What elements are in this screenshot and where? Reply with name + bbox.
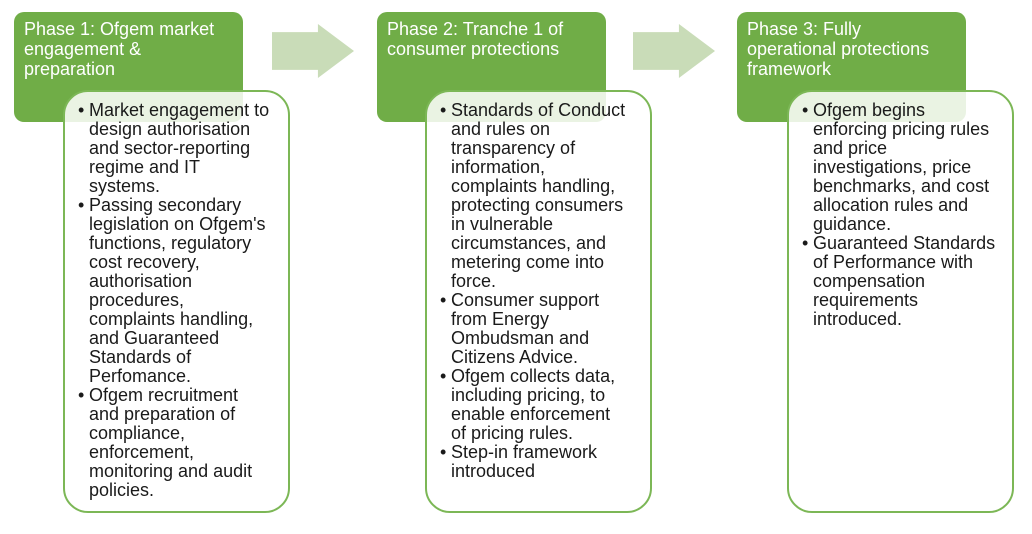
phase-1-title: Phase 1: Ofgem market engagement & prepa… (24, 19, 215, 79)
bullet-text: Ofgem collects data, including pricing, … (451, 366, 616, 443)
bullet-text: Guaranteed Standards of Performance with… (813, 233, 996, 329)
bullet-icon: • (440, 290, 447, 310)
bullet-icon: • (440, 100, 447, 120)
phase-3-bullet-list: •Ofgem begins enforcing pricing rules an… (802, 101, 1012, 329)
bullet-text: Ofgem recruitment and preparation of com… (89, 385, 253, 500)
list-item: •Consumer support from Energy Ombudsman … (440, 291, 626, 367)
bullet-icon: • (78, 195, 85, 215)
phase-3-card: •Ofgem begins enforcing pricing rules an… (787, 90, 1014, 513)
phase-1-card: •Market engagement to design authorisati… (63, 90, 290, 513)
list-item: •Guaranteed Standards of Performance wit… (802, 234, 998, 329)
arrow-right-icon (633, 24, 715, 78)
list-item: •Ofgem begins enforcing pricing rules an… (802, 101, 998, 234)
phase-3-title: Phase 3: Fully operational protections f… (747, 19, 930, 79)
phase-2-bullet-list: •Standards of Conduct and rules on trans… (440, 101, 650, 481)
bullet-text: Step-in framework introduced (451, 442, 598, 481)
list-item: •Ofgem collects data, including pricing,… (440, 367, 626, 443)
bullet-text: Market engagement to design authorisatio… (89, 100, 270, 196)
phase-1-bullet-list: •Market engagement to design authorisati… (78, 101, 288, 500)
phase-2-card: •Standards of Conduct and rules on trans… (425, 90, 652, 513)
arrow-right-icon (272, 24, 354, 78)
bullet-icon: • (440, 366, 447, 386)
list-item: •Ofgem recruitment and preparation of co… (78, 386, 273, 500)
list-item: •Passing secondary legislation on Ofgem'… (78, 196, 273, 386)
bullet-text: Passing secondary legislation on Ofgem's… (89, 195, 266, 386)
list-item: •Step-in framework introduced (440, 443, 626, 481)
bullet-icon: • (802, 100, 809, 120)
bullet-icon: • (78, 100, 85, 120)
bullet-text: Standards of Conduct and rules on transp… (451, 100, 626, 291)
bullet-text: Ofgem begins enforcing pricing rules and… (813, 100, 990, 234)
list-item: •Standards of Conduct and rules on trans… (440, 101, 626, 291)
phase-2-title: Phase 2: Tranche 1 of consumer protectio… (387, 19, 564, 59)
bullet-icon: • (802, 233, 809, 253)
bullet-icon: • (78, 385, 85, 405)
bullet-icon: • (440, 442, 447, 462)
list-item: •Market engagement to design authorisati… (78, 101, 273, 196)
bullet-text: Consumer support from Energy Ombudsman a… (451, 290, 600, 367)
